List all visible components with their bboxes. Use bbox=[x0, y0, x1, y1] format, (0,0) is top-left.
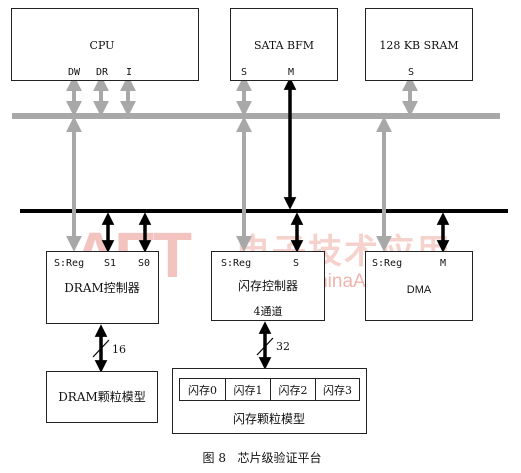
flash-model-block: 闪存0 闪存1 闪存2 闪存3 闪存颗粒模型 bbox=[172, 368, 367, 434]
flash-cell-0: 闪存0 bbox=[180, 379, 226, 400]
flash-model-label: 闪存颗粒模型 bbox=[232, 412, 306, 426]
flash-controller-label: 闪存控制器 bbox=[237, 279, 299, 293]
dma-port-sreg: S:Reg bbox=[372, 258, 403, 269]
dma-block: S:Reg M DMA bbox=[365, 251, 473, 321]
dram-model-block: DRAM颗粒模型 bbox=[46, 371, 158, 423]
cpu-port-dr: DR bbox=[95, 67, 109, 78]
sata-label: SATA BFM bbox=[253, 39, 315, 52]
figure-caption: 图 8 芯片级验证平台 bbox=[202, 451, 322, 465]
cpu-label: CPU bbox=[89, 39, 115, 52]
flash-cell-2: 闪存2 bbox=[271, 379, 316, 400]
sata-port-m: M bbox=[287, 67, 295, 78]
dram-port-s1: S1 bbox=[104, 258, 117, 269]
flash-controller-block: S:Reg S 闪存控制器 4通道 bbox=[211, 251, 325, 321]
flash-cells-row: 闪存0 闪存1 闪存2 闪存3 bbox=[179, 378, 360, 401]
flash-port-s: S bbox=[293, 258, 300, 269]
sram-port-s: S bbox=[407, 67, 415, 78]
flash-cell-1: 闪存1 bbox=[226, 379, 271, 400]
flash-port-sreg: S:Reg bbox=[221, 258, 252, 269]
sram-label: 128 KB SRAM bbox=[379, 39, 459, 52]
cpu-port-dw: DW bbox=[67, 67, 81, 78]
flash-width-slash bbox=[256, 337, 274, 356]
dram-controller-label: DRAM控制器 bbox=[64, 281, 140, 295]
dma-port-m: M bbox=[440, 258, 447, 269]
flash-cell-3: 闪存3 bbox=[323, 383, 352, 397]
cpu-block: CPU DW DR I bbox=[11, 8, 199, 81]
flash-bus-width: 32 bbox=[276, 340, 290, 353]
dram-port-sreg: S:Reg bbox=[54, 258, 85, 269]
sata-port-s: S bbox=[240, 67, 248, 78]
dram-width-slash bbox=[92, 339, 110, 358]
sram-block: 128 KB SRAM S bbox=[365, 8, 473, 81]
sata-bfm-block: SATA BFM S M bbox=[230, 8, 338, 81]
dram-port-s0: S0 bbox=[138, 258, 151, 269]
dram-controller-block: S:Reg S1 S0 DRAM控制器 bbox=[46, 251, 159, 324]
dram-bus-width: 16 bbox=[112, 343, 126, 356]
flash-controller-sublabel: 4通道 bbox=[253, 305, 283, 318]
dma-label: DMA bbox=[406, 284, 432, 296]
dram-model-label: DRAM颗粒模型 bbox=[58, 390, 146, 404]
cpu-port-i: I bbox=[125, 67, 133, 78]
